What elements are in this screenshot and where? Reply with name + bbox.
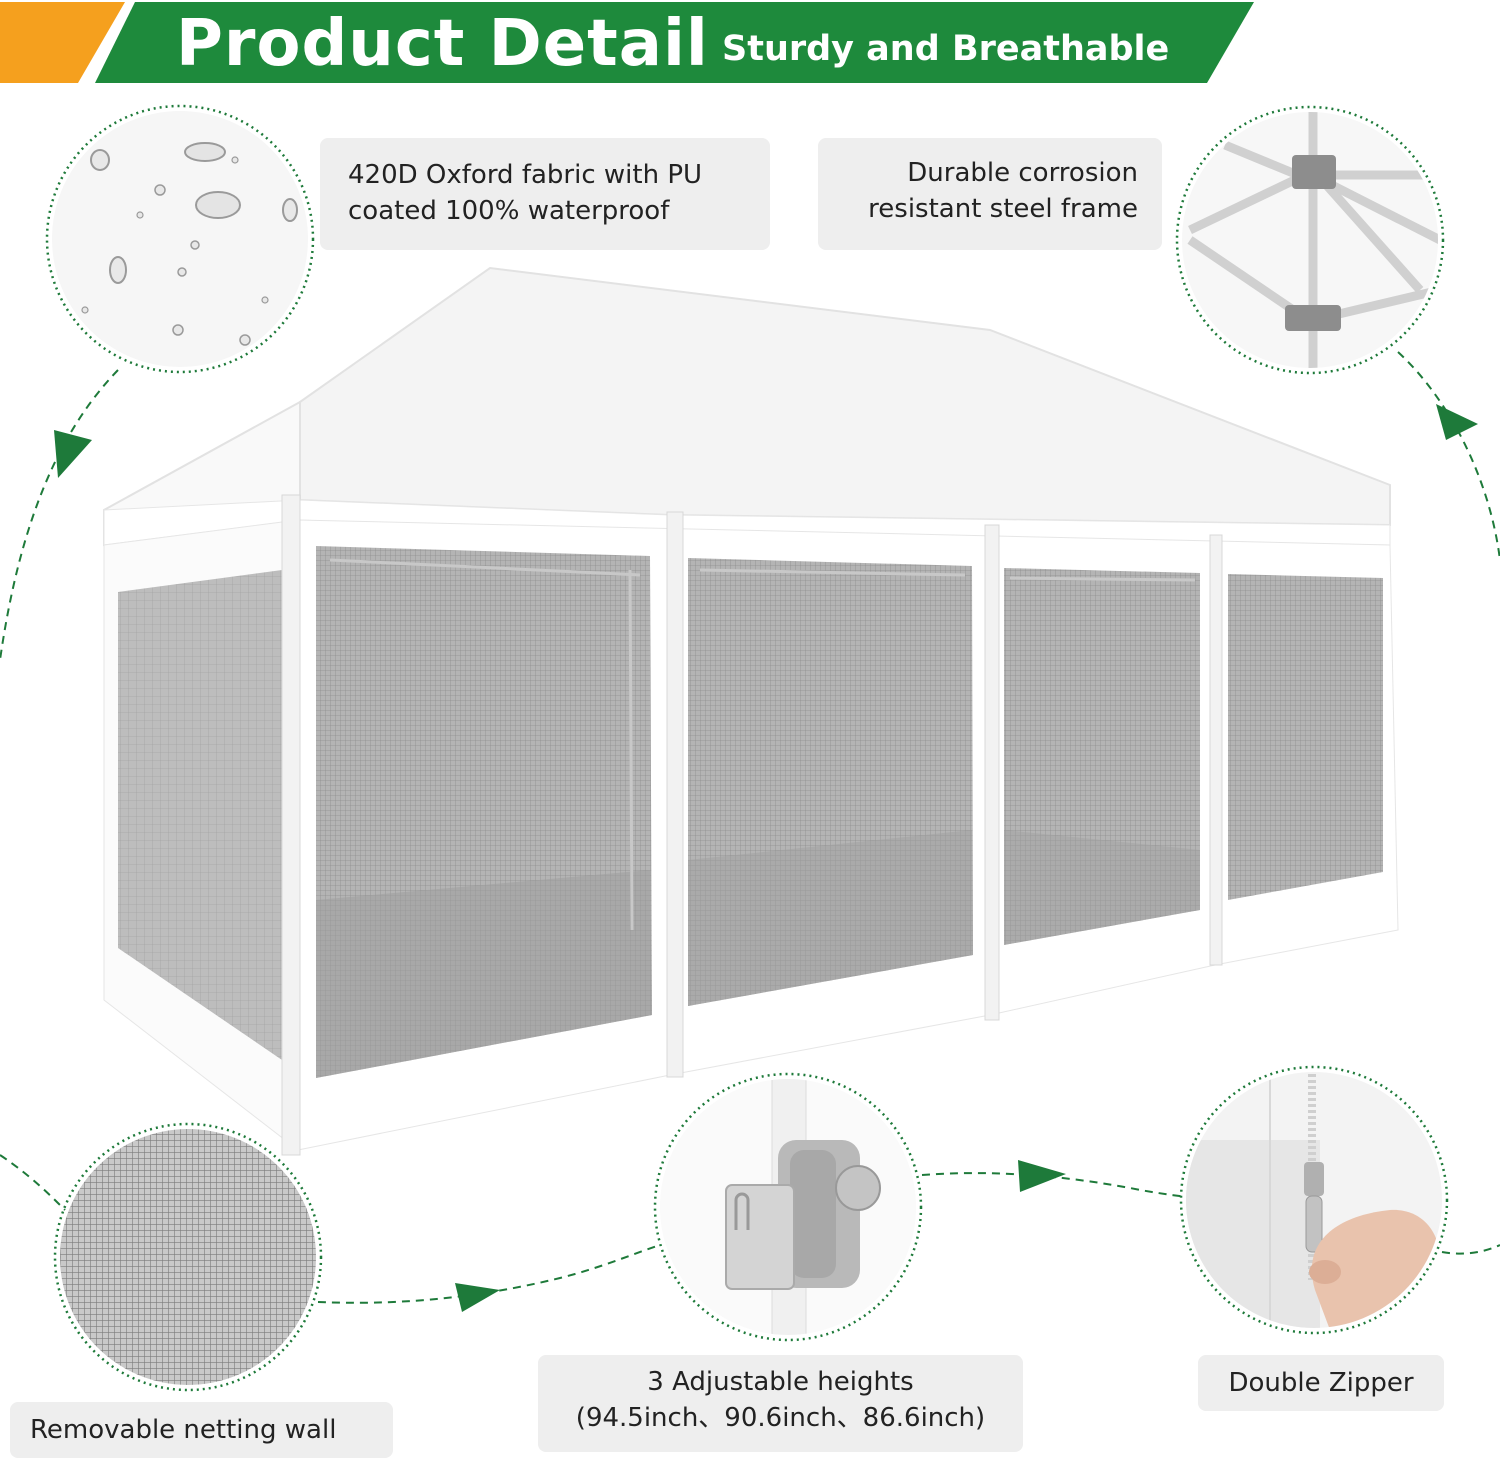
netting-feature-label: Removable netting wall (10, 1402, 393, 1458)
heights-feature-line2: (94.5inch、90.6inch、86.6inch) (575, 1403, 986, 1433)
page-title: Product Detail (176, 7, 709, 81)
canopy-tent (103, 266, 1399, 1156)
header-banner: Product Detail Sturdy and Breathable (0, 0, 1500, 90)
zipper-icon (1179, 1065, 1449, 1335)
frame-feature-line2: resistant steel frame (868, 194, 1138, 224)
connector-arrows (0, 351, 1500, 1304)
page-subtitle: Sturdy and Breathable (722, 29, 1170, 69)
heights-feature-label: 3 Adjustable heights (94.5inch、90.6inch、… (538, 1355, 1023, 1452)
fabric-feature-line1: 420D Oxford fabric with PU (348, 160, 703, 190)
banner-shape (0, 2, 1254, 83)
arrow-heads (54, 404, 1478, 1312)
netting-feature-text: Removable netting wall (30, 1415, 337, 1445)
steel-frame-icon (1175, 105, 1445, 375)
frame-feature-label: Durable corrosion resistant steel frame (818, 138, 1162, 250)
mesh-icon (53, 1122, 323, 1392)
zipper-feature-label: Double Zipper (1198, 1355, 1444, 1411)
fabric-feature-line2: coated 100% waterproof (348, 196, 670, 226)
fabric-feature-label: 420D Oxford fabric with PU coated 100% w… (320, 138, 770, 250)
zipper-feature-text: Double Zipper (1228, 1368, 1414, 1398)
height-lock-icon (653, 1072, 923, 1342)
frame-feature-line1: Durable corrosion (907, 158, 1138, 188)
heights-feature-line1: 3 Adjustable heights (647, 1367, 914, 1397)
water-drops-icon (45, 104, 315, 374)
